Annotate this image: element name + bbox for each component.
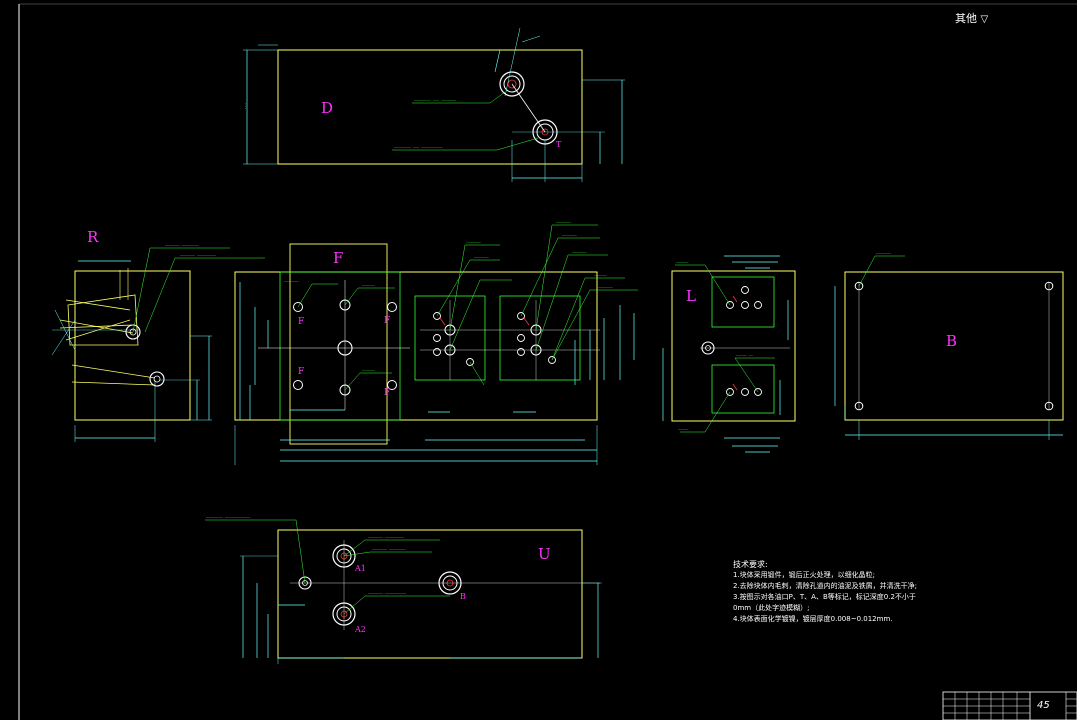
view-l: —————— ————— —— ————— (662, 255, 796, 453)
svg-text:——————— —————————: ——————— ————————— (368, 535, 405, 539)
view-label-b: B (946, 332, 958, 350)
svg-text:——————— ————————: ——————— ———————— (165, 243, 200, 247)
view-r: ——————— ———————— ——————— ————————— (51, 243, 265, 442)
svg-text:———————: ——————— (556, 220, 572, 224)
surface-finish-note: 其他 ▽ (955, 10, 988, 26)
svg-text:——————: —————— (594, 273, 608, 277)
port-mark-f1: F (298, 317, 305, 327)
svg-text:———————: ——————— (562, 233, 578, 237)
svg-text:———————: ——————— (572, 250, 588, 254)
svg-text:——————— ——————————: ——————— —————————— (368, 591, 407, 595)
view-label-d: D (321, 99, 334, 117)
sheet-number: 45 (1037, 700, 1050, 711)
port-mark-a2: A2 (355, 625, 366, 634)
notes-title: 技术要求: (733, 560, 768, 569)
title-block (942, 691, 1077, 720)
notes-item-2: 2.去除块体内毛刺，清除孔道内的油泥及铁屑，并清洗干净; (733, 582, 918, 590)
svg-text:—————: ————— (678, 427, 689, 431)
view-label-f: F (333, 249, 344, 267)
surface-finish-icon: ▽ (980, 14, 989, 25)
corner-text: 其他 (955, 12, 977, 25)
port-mark-f3: F (298, 367, 305, 377)
svg-text:——————— ————————: ——————— ———————— (372, 547, 407, 551)
svg-text:———————: ——————— (284, 279, 300, 283)
view-label-r: R (87, 228, 99, 246)
view-label-l: L (686, 287, 696, 305)
svg-text:——————— —————————: ——————— ————————— (180, 253, 217, 257)
notes-item-5: 4.块体表面化学镀镍，镀层厚度0.008~0.012mm. (733, 615, 893, 623)
port-mark-t: T (556, 140, 562, 149)
svg-text:———————— ————————————: ———————— ———————————— (206, 515, 251, 519)
notes-item-4: 0mm（此处字迹模糊）; (733, 604, 810, 612)
svg-text:———————: ——————— (598, 285, 614, 289)
svg-text:——————: —————— (362, 283, 376, 287)
view-label-u: U (538, 545, 551, 563)
port-mark-f4: F (384, 388, 391, 398)
svg-text:———————— ——— ———————: ———————— ——— ——————— (414, 98, 457, 102)
technical-requirements: 技术要求: 1.块体采用锻件，锻后正火处理，以细化晶粒; 2.去除块体内毛刺，清… (733, 559, 963, 625)
svg-text:——————: —————— (362, 368, 376, 372)
view-u: ———————— ———————————— ——————— ————————— … (205, 515, 602, 664)
svg-text:——————: —————— (676, 260, 690, 264)
svg-text:————— ——: ————— —— (736, 353, 754, 357)
view-f: ——————— —————— —————— ——————— ——————— ——… (234, 220, 638, 465)
svg-text:———————— ——— ——————————: ———————— ——— —————————— (394, 145, 443, 149)
port-mark-b: B (460, 592, 466, 601)
port-mark-a1: A1 (355, 564, 366, 573)
svg-text:———————: ——————— (466, 240, 482, 244)
view-d: ———————— ——— ——————— ———————— ——— ——————… (243, 27, 625, 182)
notes-item-1: 1.块体采用锻件，锻后正火处理，以细化晶粒; (733, 571, 876, 579)
view-b: ——————— (834, 251, 1064, 440)
port-mark-f2: F (384, 316, 391, 326)
svg-text:———————: ——————— (876, 251, 892, 255)
notes-item-3: 3.按图示对各油口P、T、A、B等标记，标记深度0.2不小于 (733, 593, 916, 601)
svg-text:---: --- (243, 103, 248, 110)
svg-text:———————: ——————— (474, 255, 490, 259)
